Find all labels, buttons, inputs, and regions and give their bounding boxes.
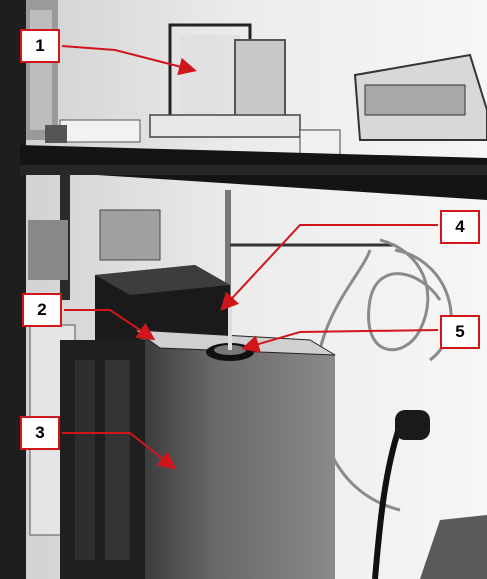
thermostat-cabinet xyxy=(60,329,336,579)
label-3: 3 xyxy=(20,416,60,450)
meter-instrument xyxy=(299,53,487,156)
label-2: 2 xyxy=(22,293,62,327)
label-4: 4 xyxy=(440,210,480,244)
label-1: 1 xyxy=(20,29,60,63)
analytical-balance xyxy=(149,23,301,138)
label-5: 5 xyxy=(440,315,480,349)
lamp xyxy=(372,410,430,579)
